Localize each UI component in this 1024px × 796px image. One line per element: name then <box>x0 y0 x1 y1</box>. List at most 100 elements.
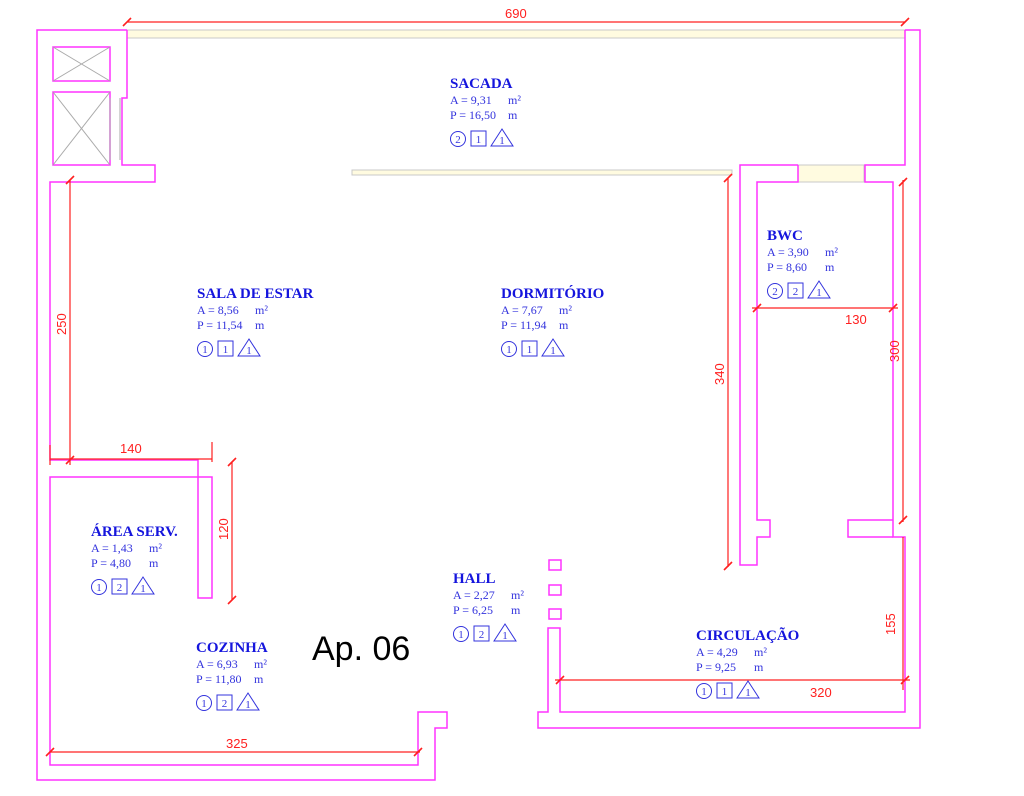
room-perimeter: P = 11,94 <box>501 318 547 332</box>
dim-dormitorio-height: 340 <box>712 363 727 385</box>
dim-top: 690 <box>505 6 527 21</box>
circle-symbol-icon <box>453 626 469 642</box>
square-symbol-icon <box>216 694 233 711</box>
triangle-symbol-icon <box>736 680 760 699</box>
dim-circulacao-width: 320 <box>810 685 832 700</box>
circle-symbol-number: 2 <box>455 134 461 146</box>
triangle-symbol-icon <box>236 692 260 711</box>
circle-symbol-icon <box>767 283 783 299</box>
room-area: A = 6,93 <box>196 657 238 671</box>
square-symbol-number: 1 <box>476 134 482 146</box>
room-perimeter: P = 9,25 <box>696 660 736 674</box>
triangle-symbol-number: 1 <box>745 687 751 699</box>
perimeter-unit: m <box>255 318 265 332</box>
perimeter-unit: m <box>149 556 159 570</box>
room-name: ÁREA SERV. <box>91 523 178 540</box>
area-unit: m² <box>254 657 267 671</box>
room-area: A = 9,31 <box>450 93 492 107</box>
room-area: A = 1,43 <box>91 541 133 555</box>
room-perimeter: P = 8,60 <box>767 260 807 274</box>
square-symbol-number: 1 <box>722 686 728 698</box>
room-name: CIRCULAÇÃO <box>696 626 799 644</box>
room-area: A = 7,67 <box>501 303 543 317</box>
area-unit: m² <box>754 645 767 659</box>
dim-circulacao-height: 155 <box>883 613 898 635</box>
dim-area-serv-width: 140 <box>120 441 142 456</box>
triangle-symbol-icon <box>493 623 517 642</box>
square-symbol-number: 2 <box>793 286 799 298</box>
circle-symbol-icon <box>501 341 517 357</box>
triangle-symbol-number: 1 <box>550 345 556 357</box>
triangle-symbol-icon <box>541 338 565 357</box>
triangle-symbol-icon <box>131 576 155 595</box>
square-symbol-number: 2 <box>117 582 123 594</box>
circle-symbol-number: 1 <box>202 344 208 356</box>
triangle-symbol-number: 1 <box>246 345 252 357</box>
circle-symbol-icon <box>91 579 107 595</box>
dim-area-serv-height: 120 <box>216 518 231 540</box>
dim-bwc-width: 130 <box>845 312 867 327</box>
room-perimeter: P = 11,80 <box>196 672 242 686</box>
triangle-symbol-number: 1 <box>245 699 251 711</box>
room-perimeter: P = 16,50 <box>450 108 496 122</box>
square-symbol-number: 1 <box>527 344 533 356</box>
square-symbol-icon <box>787 282 804 299</box>
square-symbol-icon <box>716 682 733 699</box>
circle-symbol-number: 1 <box>201 698 207 710</box>
dimensions: 690 250 140 120 340 130 300 155 320 325 <box>45 6 910 757</box>
room-perimeter: P = 4,80 <box>91 556 131 570</box>
square-symbol-icon <box>217 340 234 357</box>
circle-symbol-number: 1 <box>506 344 512 356</box>
square-symbol-number: 1 <box>223 344 229 356</box>
triangle-symbol-icon <box>807 280 831 299</box>
circle-symbol-number: 2 <box>772 286 778 298</box>
perimeter-unit: m <box>508 108 518 122</box>
room-area: A = 3,90 <box>767 245 809 259</box>
square-symbol-icon <box>521 340 538 357</box>
circle-symbol-number: 1 <box>701 686 707 698</box>
dim-sala-height: 250 <box>54 313 69 335</box>
room-area: A = 2,27 <box>453 588 495 602</box>
apartment-label: Ap. 06 <box>312 630 410 668</box>
circle-symbol-icon <box>696 683 712 699</box>
room-name: HALL <box>453 571 496 587</box>
area-unit: m² <box>508 93 521 107</box>
triangle-symbol-icon <box>237 338 261 357</box>
circle-symbol-number: 1 <box>96 582 102 594</box>
square-symbol-number: 2 <box>222 698 228 710</box>
room-area: A = 4,29 <box>696 645 738 659</box>
room-area: A = 8,56 <box>197 303 239 317</box>
shafts <box>52 46 121 166</box>
circle-symbol-icon <box>450 131 466 147</box>
circle-symbol-number: 1 <box>458 629 464 641</box>
area-unit: m² <box>511 588 524 602</box>
bwc-window <box>797 164 865 183</box>
room-perimeter: P = 11,54 <box>197 318 243 332</box>
area-unit: m² <box>149 541 162 555</box>
triangle-symbol-number: 1 <box>502 630 508 642</box>
perimeter-unit: m <box>754 660 764 674</box>
perimeter-unit: m <box>511 603 521 617</box>
room-name: COZINHA <box>196 640 268 656</box>
square-symbol-icon <box>111 578 128 595</box>
room-name: SALA DE ESTAR <box>197 286 314 302</box>
balcony-glass-door <box>351 169 733 176</box>
dim-cozinha-width: 325 <box>226 736 248 751</box>
area-unit: m² <box>559 303 572 317</box>
triangle-symbol-number: 1 <box>499 135 505 147</box>
room-perimeter: P = 6,25 <box>453 603 493 617</box>
balcony-railing <box>126 29 906 39</box>
area-unit: m² <box>825 245 838 259</box>
area-unit: m² <box>255 303 268 317</box>
dim-bwc-height: 300 <box>887 340 902 362</box>
circle-symbol-icon <box>196 695 212 711</box>
room-name: DORMITÓRIO <box>501 285 604 302</box>
